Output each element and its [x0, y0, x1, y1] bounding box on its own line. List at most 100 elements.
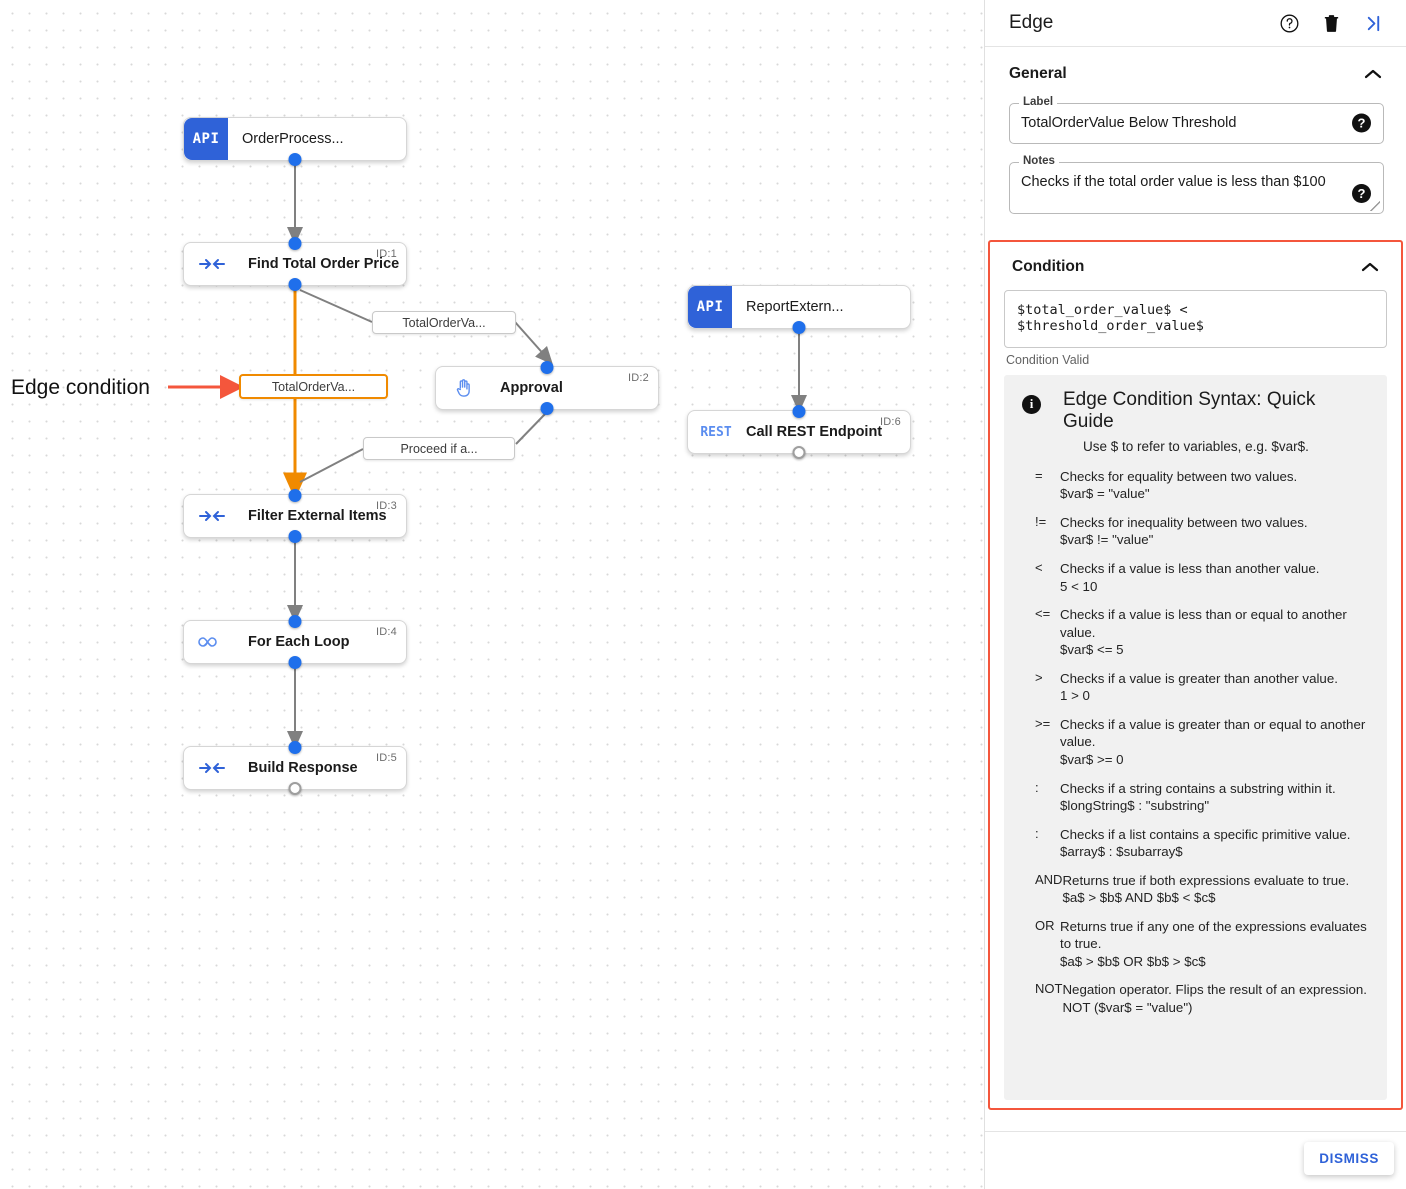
operator-example: 5 < 10	[1060, 578, 1098, 594]
node-output-port[interactable]	[792, 446, 806, 459]
node-title: Build Response	[248, 760, 358, 776]
operator-description: Checks if a value is less than or equal …	[1060, 607, 1347, 640]
node-id-badge: ID:1	[376, 248, 397, 260]
operator-description: Checks if a value is greater than anothe…	[1060, 670, 1338, 686]
node-title: Call REST Endpoint	[746, 424, 883, 440]
node-title: OrderProcess...	[242, 131, 344, 147]
edge-connections-layer	[168, 161, 807, 749]
operator-symbol: !=	[1035, 513, 1047, 529]
operator-symbol: OR	[1035, 917, 1055, 933]
node-call-rest-endpoint[interactable]: REST Call REST Endpoint ID:6	[687, 405, 911, 459]
operator-description: Negation operator. Flips the result of a…	[1062, 982, 1367, 998]
workflow-canvas[interactable]: Edge condition API OrderProcess... Find …	[0, 0, 985, 1189]
operator-description: Checks if a value is greater than or equ…	[1060, 716, 1366, 750]
node-for-each-loop[interactable]: For Each Loop ID:4	[183, 615, 407, 669]
node-title: For Each Loop	[248, 634, 350, 650]
node-output-port[interactable]	[288, 278, 302, 291]
syntax-guide-title: Edge Condition Syntax: Quick Guide	[1063, 388, 1316, 432]
edge-properties-panel: Edge General	[985, 0, 1406, 1189]
help-icon[interactable]: ?	[1352, 183, 1371, 203]
node-input-port[interactable]	[792, 405, 806, 418]
mapper-icon	[190, 256, 234, 272]
api-badge: API	[184, 118, 228, 160]
operator-symbol: AND	[1035, 871, 1063, 887]
node-output-port[interactable]	[288, 153, 302, 166]
node-title: Approval	[500, 380, 563, 396]
node-find-total-order-price[interactable]: Find Total Order Price ID:1	[183, 237, 407, 291]
node-input-port[interactable]	[288, 741, 302, 754]
node-approval[interactable]: Approval ID:2	[435, 361, 659, 415]
node-input-port[interactable]	[288, 489, 302, 502]
edge-label[interactable]: TotalOrderVa...	[372, 311, 516, 334]
operator-description: Returns true if any one of the expressio…	[1060, 918, 1367, 952]
operator-row: != Checks for inequality between two valu…	[1022, 514, 1369, 549]
delete-icon[interactable]	[1320, 12, 1342, 34]
node-output-port[interactable]	[288, 656, 302, 669]
chevron-up-icon[interactable]	[1362, 63, 1384, 85]
condition-expression-input[interactable]: $total_order_value$ < $threshold_order_v…	[1004, 289, 1387, 348]
operator-symbol: <=	[1035, 606, 1051, 622]
rest-badge: REST	[700, 424, 732, 440]
operator-example: $var$ = "value"	[1060, 486, 1150, 502]
collapse-panel-icon[interactable]	[1362, 12, 1384, 34]
operator-example: $a$ > $b$ OR $b$ > $c$	[1060, 953, 1206, 969]
operator-symbol: >	[1035, 669, 1043, 685]
operator-example: $a$ > $b$ AND $b$ < $c$	[1062, 890, 1216, 906]
operator-description: Checks for inequality between two values…	[1060, 514, 1308, 530]
hand-icon	[442, 377, 486, 399]
operator-row: < Checks if a value is less than another …	[1022, 560, 1369, 595]
resize-handle[interactable]	[1370, 200, 1380, 211]
node-input-port[interactable]	[288, 237, 302, 250]
node-report-external[interactable]: API ReportExtern...	[687, 285, 911, 334]
node-build-response[interactable]: Build Response ID:5	[183, 741, 407, 795]
node-order-process[interactable]: API OrderProcess...	[183, 117, 407, 166]
operator-row: OR Returns true if any one of the express…	[1022, 918, 1369, 971]
help-icon[interactable]: ?	[1352, 113, 1371, 133]
node-filter-external-items[interactable]: Filter External Items ID:3	[183, 489, 407, 543]
condition-section-title: Condition	[1012, 257, 1085, 275]
node-input-port[interactable]	[540, 361, 554, 374]
syntax-guide-subtitle: Use $ to refer to variables, e.g. $var$.	[1083, 438, 1309, 454]
node-output-port[interactable]	[288, 530, 302, 543]
operator-symbol: =	[1035, 467, 1043, 483]
operator-symbol: :	[1035, 779, 1039, 795]
condition-validity-status: Condition Valid	[1006, 352, 1090, 367]
mapper-icon	[190, 508, 234, 524]
label-field-legend: Label	[1019, 96, 1058, 108]
node-id-badge: ID:3	[376, 500, 397, 512]
operator-description: Checks if a value is less than another v…	[1060, 561, 1320, 577]
operator-example: $array$ : $subarray$	[1060, 844, 1183, 860]
operator-description: Checks if a string contains a substring …	[1060, 780, 1336, 796]
node-title: ReportExtern...	[746, 299, 844, 315]
label-field[interactable]: Label TotalOrderValue Below Threshold ?	[1009, 96, 1384, 144]
operator-symbol: <	[1035, 560, 1043, 576]
notes-field-value: Checks if the total order value is less …	[1021, 173, 1326, 190]
operator-example: $longString$ : "substring"	[1060, 798, 1210, 814]
general-section: General Label TotalOrderValue Below Thre…	[985, 47, 1406, 228]
operator-example: $var$ != "value"	[1060, 532, 1154, 548]
chevron-up-icon[interactable]	[1359, 256, 1381, 278]
panel-title: Edge	[1009, 12, 1054, 33]
help-icon[interactable]	[1278, 12, 1300, 34]
operator-row: :Checks if a list contains a specific pr…	[1022, 826, 1369, 861]
operator-example: $var$ <= 5	[1060, 642, 1124, 658]
edge-label[interactable]: Proceed if a...	[363, 437, 515, 460]
operator-row: = Checks for equality between two values.…	[1022, 468, 1369, 503]
node-title: Find Total Order Price	[248, 256, 400, 272]
node-id-badge: ID:4	[376, 626, 397, 638]
node-input-port[interactable]	[288, 615, 302, 628]
node-output-port[interactable]	[540, 402, 554, 415]
notes-field[interactable]: Notes Checks if the total order value is…	[1009, 154, 1384, 214]
node-id-badge: ID:6	[880, 416, 901, 428]
edge-label-selected[interactable]: TotalOrderVa...	[239, 374, 388, 399]
notes-field-legend: Notes	[1019, 154, 1059, 167]
label-field-value: TotalOrderValue Below Threshold	[1021, 115, 1237, 131]
node-output-port[interactable]	[288, 782, 302, 795]
node-output-port[interactable]	[792, 321, 806, 334]
general-section-title: General	[1009, 65, 1067, 82]
operator-list: = Checks for equality between two values.…	[1022, 468, 1369, 1017]
dismiss-button[interactable]: DISMISS	[1304, 1142, 1394, 1175]
operator-description: Checks for equality between two values.	[1060, 468, 1298, 484]
operator-row: > Checks if a value is greater than anoth…	[1022, 670, 1369, 705]
